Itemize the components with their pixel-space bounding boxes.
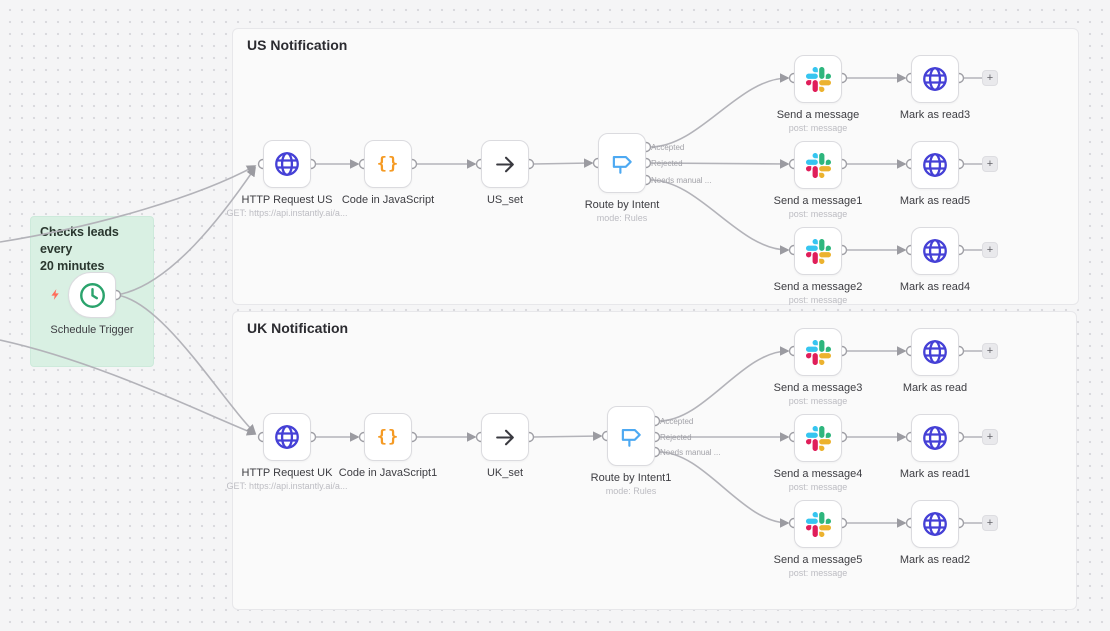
node-subtitle: post: message bbox=[788, 123, 848, 133]
node-label: US_set bbox=[486, 194, 524, 206]
node-route-by-intent1[interactable]: Route by Intent1 mode: Rules Accepted Re… bbox=[591, 406, 720, 496]
node-mark-as-read4[interactable]: Mark as read4 bbox=[900, 227, 970, 293]
node-mark-as-read[interactable]: Mark as read bbox=[903, 328, 967, 394]
node-label: Send a message4 bbox=[773, 468, 863, 480]
node-label: Send a message1 bbox=[773, 195, 863, 207]
node-label: Route by Intent bbox=[584, 199, 660, 211]
slack-icon bbox=[805, 425, 831, 451]
node-code-in-javascript[interactable]: {} Code in JavaScript bbox=[342, 140, 434, 206]
node-subtitle: post: message bbox=[788, 295, 848, 305]
globe-icon bbox=[923, 340, 947, 364]
globe-icon bbox=[923, 153, 947, 177]
node-label: Send a message3 bbox=[773, 382, 863, 394]
node-subtitle: GET: https://api.instantly.ai/a... bbox=[226, 481, 348, 491]
node-label: Send a message5 bbox=[773, 554, 863, 566]
output-label-accepted: Accepted bbox=[651, 143, 685, 152]
add-node-button[interactable]: + bbox=[982, 242, 998, 258]
node-label: Code in JavaScript bbox=[341, 194, 435, 206]
sticky-note-text: Checks leads every 20 minutes bbox=[40, 225, 119, 273]
node-subtitle: post: message bbox=[788, 209, 848, 219]
slack-icon bbox=[805, 66, 831, 92]
node-label: Code in JavaScript1 bbox=[338, 467, 438, 479]
node-label: Mark as read5 bbox=[899, 195, 971, 207]
node-mark-as-read5[interactable]: Mark as read5 bbox=[900, 141, 970, 207]
node-label: Mark as read bbox=[902, 382, 968, 394]
output-label-rejected: Rejected bbox=[660, 433, 692, 442]
add-node-button[interactable]: + bbox=[982, 343, 998, 359]
node-mark-as-read2[interactable]: Mark as read2 bbox=[900, 500, 970, 566]
node-label: Mark as read3 bbox=[899, 109, 971, 121]
node-http-request-us[interactable]: HTTP Request US GET: https://api.instant… bbox=[227, 140, 347, 218]
switch-sign-icon bbox=[621, 428, 641, 447]
arrow-right-icon bbox=[495, 429, 514, 445]
slack-icon bbox=[805, 511, 831, 537]
node-send-a-message5[interactable]: Send a message5 post: message bbox=[774, 500, 862, 578]
code-braces-icon: {} bbox=[376, 154, 400, 174]
node-send-a-message4[interactable]: Send a message4 post: message bbox=[774, 414, 862, 492]
node-schedule-trigger[interactable]: Schedule Trigger bbox=[50, 272, 134, 336]
globe-icon bbox=[275, 152, 299, 176]
node-send-a-message3[interactable]: Send a message3 post: message bbox=[774, 328, 862, 406]
node-label: HTTP Request UK bbox=[241, 467, 333, 479]
node-send-a-message[interactable]: Send a message post: message bbox=[777, 55, 859, 133]
output-label-rejected: Rejected bbox=[651, 159, 683, 168]
node-label: Mark as read2 bbox=[899, 554, 971, 566]
switch-sign-icon bbox=[612, 155, 632, 174]
node-subtitle: mode: Rules bbox=[596, 213, 648, 223]
node-mark-as-read3[interactable]: Mark as read3 bbox=[900, 55, 970, 121]
node-uk-set[interactable]: UK_set bbox=[481, 413, 529, 479]
node-label: Mark as read1 bbox=[899, 468, 971, 480]
clock-icon bbox=[79, 282, 105, 308]
add-node-button[interactable]: + bbox=[982, 70, 998, 86]
node-label: Mark as read4 bbox=[899, 281, 971, 293]
node-label: Send a message bbox=[776, 109, 860, 121]
node-subtitle: post: message bbox=[788, 568, 848, 578]
output-label-needs-manual: Needs manual ... bbox=[660, 448, 721, 457]
slack-icon bbox=[805, 152, 831, 178]
node-mark-as-read1[interactable]: Mark as read1 bbox=[900, 414, 970, 480]
globe-icon bbox=[275, 425, 299, 449]
node-send-a-message1[interactable]: Send a message1 post: message bbox=[774, 141, 862, 219]
bolt-icon bbox=[49, 288, 62, 306]
node-label: Route by Intent1 bbox=[590, 472, 672, 484]
node-label: Send a message2 bbox=[773, 281, 863, 293]
globe-icon bbox=[923, 426, 947, 450]
code-braces-icon: {} bbox=[376, 427, 400, 447]
us-section-title: US Notification bbox=[247, 37, 348, 53]
uk-section-title: UK Notification bbox=[247, 320, 349, 336]
node-label: UK_set bbox=[486, 467, 524, 479]
node-code-in-javascript1[interactable]: {} Code in JavaScript1 bbox=[339, 413, 437, 479]
node-http-request-uk[interactable]: HTTP Request UK GET: https://api.instant… bbox=[227, 413, 347, 491]
node-send-a-message2[interactable]: Send a message2 post: message bbox=[774, 227, 862, 305]
slack-icon bbox=[805, 339, 831, 365]
node-subtitle: mode: Rules bbox=[605, 486, 657, 496]
add-node-button[interactable]: + bbox=[982, 156, 998, 172]
globe-icon bbox=[923, 239, 947, 263]
node-subtitle: post: message bbox=[788, 396, 848, 406]
add-node-button[interactable]: + bbox=[982, 429, 998, 445]
node-subtitle: GET: https://api.instantly.ai/a... bbox=[226, 208, 348, 218]
globe-icon bbox=[923, 67, 947, 91]
node-us-set[interactable]: US_set bbox=[481, 140, 529, 206]
node-label: HTTP Request US bbox=[241, 194, 333, 206]
arrow-right-icon bbox=[495, 156, 514, 172]
output-label-accepted: Accepted bbox=[660, 417, 694, 426]
globe-icon bbox=[923, 512, 947, 536]
slack-icon bbox=[805, 238, 831, 264]
node-subtitle: post: message bbox=[788, 482, 848, 492]
node-label: Schedule Trigger bbox=[50, 324, 134, 336]
node-route-by-intent[interactable]: Route by Intent mode: Rules Accepted Rej… bbox=[585, 133, 711, 223]
output-label-needs-manual: Needs manual ... bbox=[651, 176, 712, 185]
add-node-button[interactable]: + bbox=[982, 515, 998, 531]
